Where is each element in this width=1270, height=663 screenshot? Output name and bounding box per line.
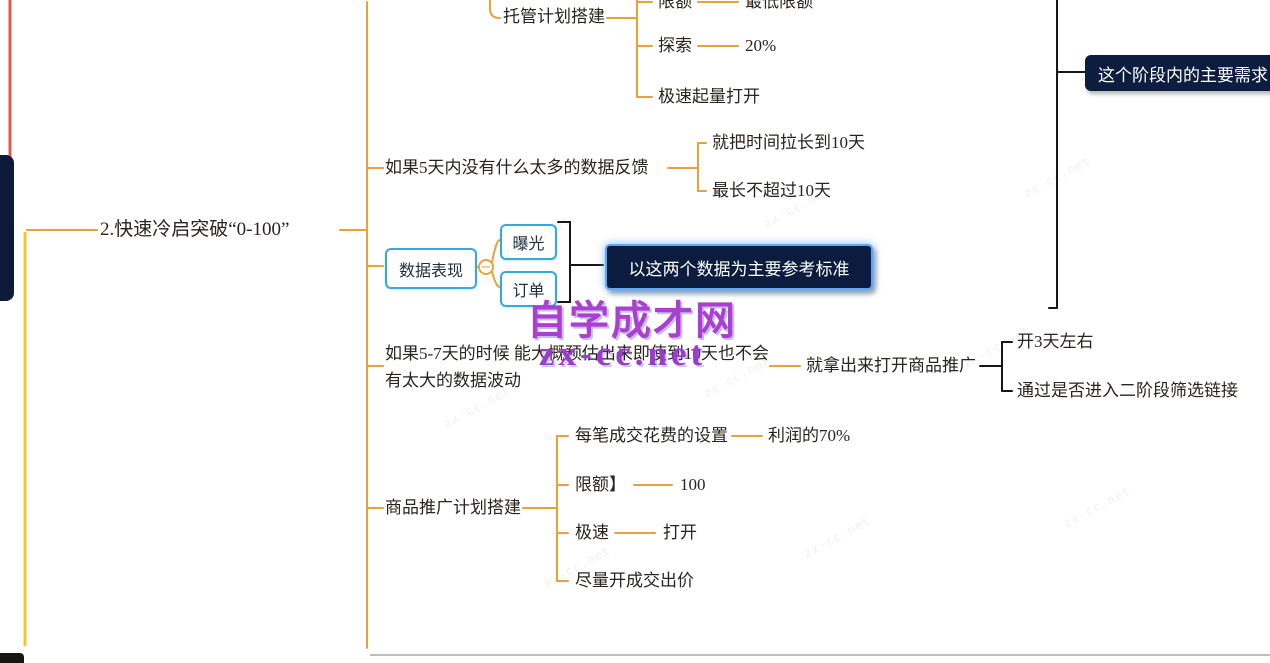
watermark-tile: zx-cc.net: [801, 513, 873, 561]
topic-cost-per-deal[interactable]: 每笔成交花费的设置: [575, 426, 728, 445]
topic-feedback-5days[interactable]: 如果5天内没有什么太多的数据反馈: [385, 158, 649, 177]
topic-extend-to-10days[interactable]: 就把时间拉长到10天: [712, 133, 865, 152]
watermark-tile: zx-cc.net: [1021, 153, 1093, 201]
callout-reference-standard-label: 以这两个数据为主要参考标准: [628, 259, 850, 279]
topic-orders[interactable]: 订单: [500, 271, 557, 307]
topic-data-performance[interactable]: 数据表现: [385, 248, 477, 289]
topic-promo-fast[interactable]: 极速: [575, 523, 609, 542]
topic-promo-limit-value[interactable]: 100: [680, 475, 706, 494]
topic-open-product-promo[interactable]: 就拿出来打开商品推广: [806, 356, 976, 375]
topic-cost-per-deal-value[interactable]: 利润的70%: [768, 426, 851, 445]
topic-promo-plan[interactable]: 商品推广计划搭建: [385, 498, 521, 517]
topic-exposure[interactable]: 曝光: [500, 224, 557, 260]
topic-hosting-explore[interactable]: 探索: [658, 36, 692, 55]
topic-promo-limit[interactable]: 限额】: [575, 475, 626, 494]
collapse-minus-icon[interactable]: −: [478, 259, 494, 275]
collapsed-node-fragment[interactable]: [0, 155, 14, 301]
topic-hosting-limit-value[interactable]: 最低限额: [745, 0, 813, 11]
watermark-tile: zx-cc.net: [1061, 483, 1133, 531]
topic-exposure-label: 曝光: [512, 236, 545, 253]
topic-main[interactable]: 2.快速冷启突破“0-100”: [100, 219, 290, 240]
topic-orders-label: 订单: [512, 283, 545, 300]
bottom-divider-line: [370, 654, 1270, 656]
topic-estimate-5-7days[interactable]: 如果5-7天的时候 能大概预估出来即使到10天也不会有太大的数据波动: [385, 344, 769, 390]
watermark-site: zx-cc.net: [539, 334, 707, 373]
callout-reference-standard[interactable]: 以这两个数据为主要参考标准: [605, 244, 873, 290]
topic-data-performance-label: 数据表现: [398, 262, 463, 280]
topic-promo-deal-bid[interactable]: 尽量开成交出价: [575, 571, 694, 590]
topic-run-3days[interactable]: 开3天左右: [1017, 332, 1094, 351]
topic-max-10days[interactable]: 最长不超过10天: [712, 181, 831, 200]
topic-stage2-filter[interactable]: 通过是否进入二阶段筛选链接: [1017, 381, 1238, 400]
topic-hosting-plan[interactable]: 托管计划搭建: [503, 7, 605, 26]
summary-stage-needs-label: 这个阶段内的主要需求: [1098, 65, 1268, 85]
topic-hosting-limit[interactable]: 限额: [658, 0, 692, 11]
topic-hosting-explore-value[interactable]: 20%: [745, 36, 777, 55]
topic-hosting-fast-start[interactable]: 极速起量打开: [658, 87, 760, 106]
bottom-left-corner-fragment: [0, 653, 24, 663]
summary-stage-needs-badge[interactable]: 这个阶段内的主要需求: [1085, 55, 1270, 91]
topic-promo-fast-value[interactable]: 打开: [663, 523, 697, 542]
watermark-title: 自学成才网: [527, 298, 737, 343]
